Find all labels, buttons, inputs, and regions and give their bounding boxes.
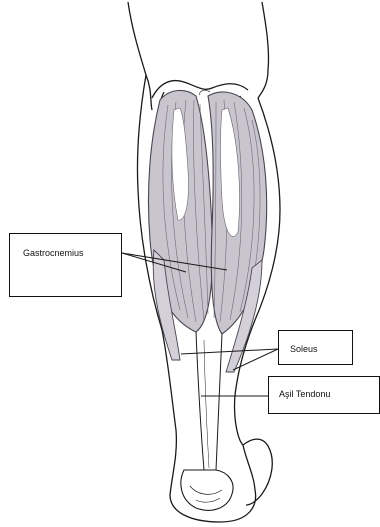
asil-tendonu-label-box: Aşil Tendonu [268, 376, 380, 414]
soleus-label-box: Soleus [278, 330, 353, 365]
soleus-leader-upper [181, 349, 278, 354]
asil-tendonu-label: Aşil Tendonu [279, 389, 330, 399]
gastrocnemius-label-box: Gastrocnemius [9, 233, 122, 297]
gastrocnemius-label: Gastrocnemius [23, 248, 84, 258]
heel [181, 470, 233, 510]
soleus-label: Soleus [290, 344, 318, 354]
